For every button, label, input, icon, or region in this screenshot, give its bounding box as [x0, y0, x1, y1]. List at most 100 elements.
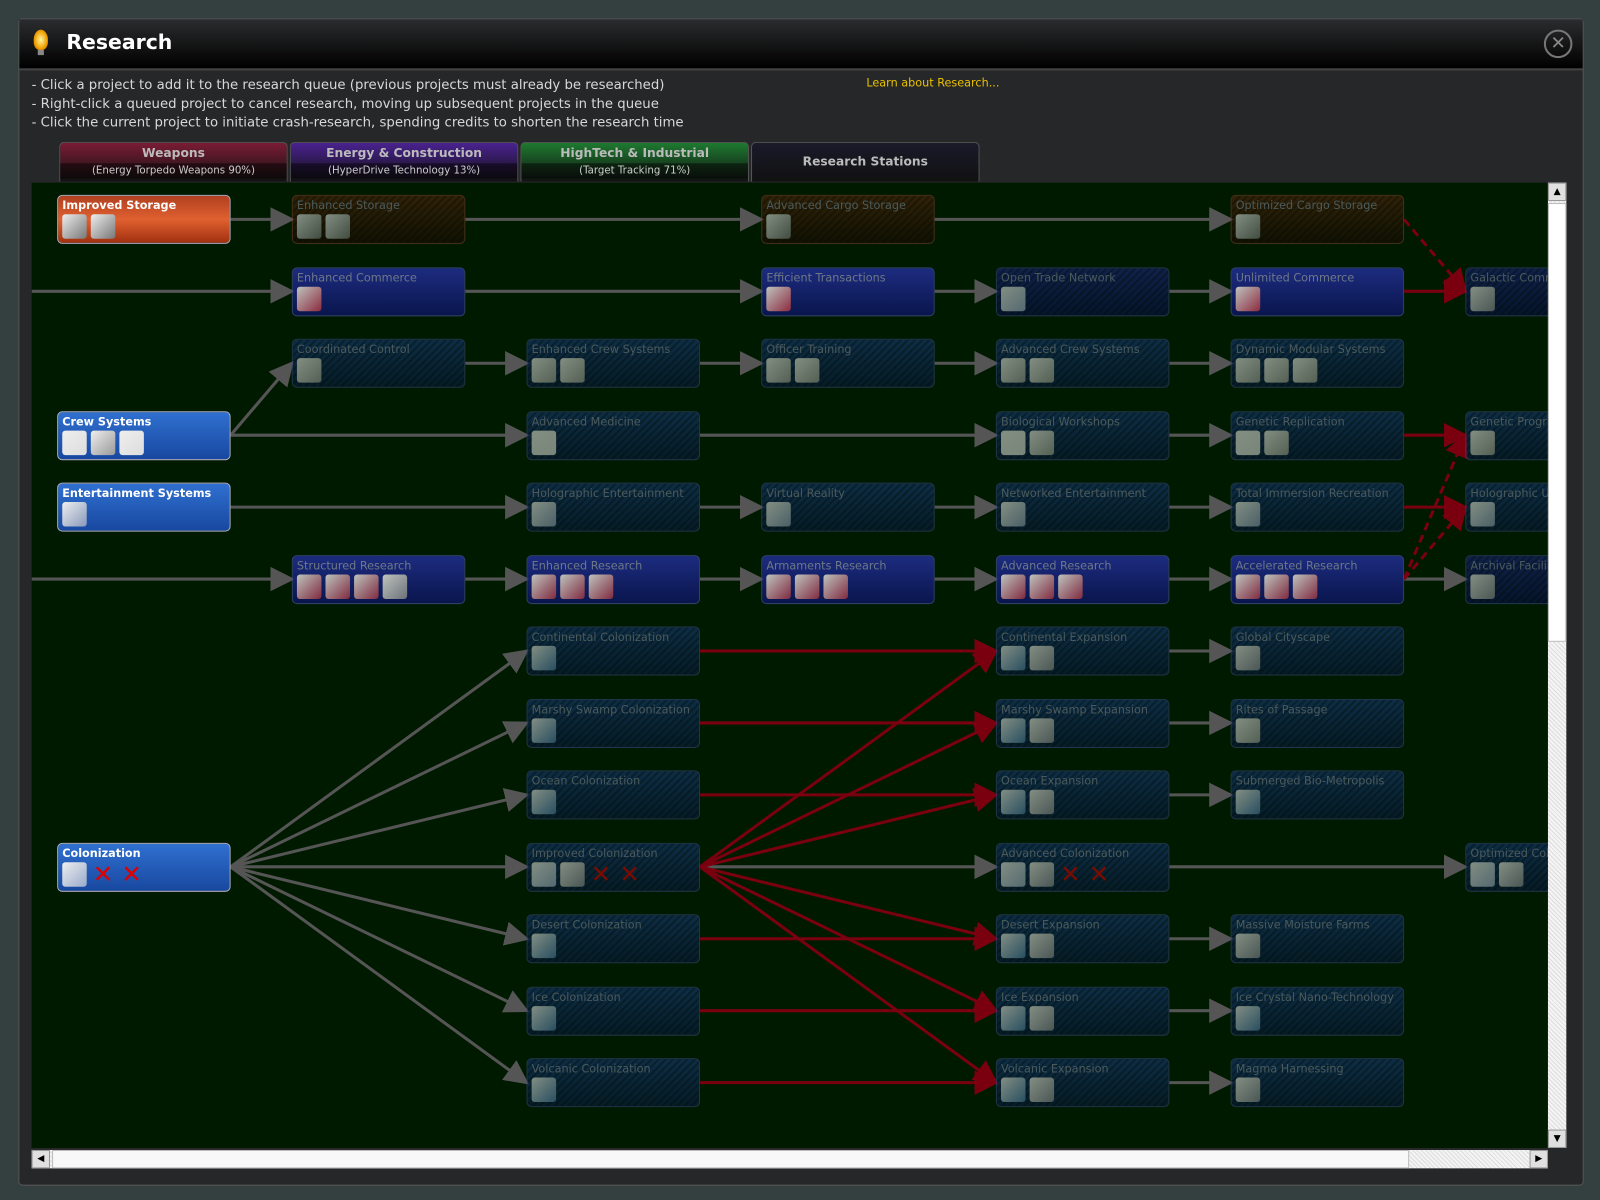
project-colonization[interactable]: Colonization✕✕: [57, 842, 231, 892]
project-ice-crystal-nano-technology[interactable]: Ice Crystal Nano-Technology: [1230, 986, 1405, 1036]
planet-icon: [1235, 1005, 1261, 1031]
tab-energy-construction[interactable]: Energy & Construction(HyperDrive Technol…: [289, 141, 519, 182]
project-entertainment-systems[interactable]: Entertainment Systems: [57, 482, 231, 532]
project-genetic-replication[interactable]: Genetic Replication: [1230, 410, 1405, 460]
project-title: Entertainment Systems: [62, 486, 212, 500]
project-holographic-entertainment[interactable]: Holographic Entertainment: [526, 482, 700, 532]
project-marshy-swamp-colonization[interactable]: Marshy Swamp Colonization: [526, 698, 700, 748]
project-accelerated-research[interactable]: Accelerated Research: [1230, 554, 1405, 604]
tab-weapons[interactable]: Weapons(Energy Torpedo Weapons 90%): [59, 141, 288, 182]
project-networked-entertainment[interactable]: Networked Entertainment: [995, 482, 1170, 532]
project-title: Galactic Comm: [1470, 270, 1548, 285]
project-officer-training[interactable]: Officer Training: [761, 338, 935, 388]
project-crew-systems[interactable]: Crew Systems: [57, 410, 231, 460]
project-title: Marshy Swamp Colonization: [531, 702, 690, 716]
project-dynamic-modular-systems[interactable]: Dynamic Modular Systems: [1230, 338, 1405, 388]
city-icon: [1470, 286, 1495, 311]
learn-about-research-link[interactable]: Learn about Research...: [866, 76, 1000, 90]
horizontal-scroll-thumb[interactable]: [52, 1149, 1410, 1169]
project-improved-colonization[interactable]: Improved Colonization✕✕: [526, 842, 700, 892]
project-enhanced-storage[interactable]: Enhanced Storage: [291, 194, 466, 244]
project-massive-moisture-farms[interactable]: Massive Moisture Farms: [1230, 914, 1405, 964]
project-advanced-medicine[interactable]: Advanced Medicine: [526, 410, 700, 460]
project-structured-research[interactable]: Structured Research: [291, 554, 466, 604]
project-advanced-research[interactable]: Advanced Research: [995, 554, 1170, 604]
planet-icon: [531, 933, 557, 959]
scroll-left-button[interactable]: ◀: [31, 1149, 50, 1169]
project-genetic-programming[interactable]: Genetic Progr: [1465, 410, 1548, 460]
project-biological-workshops[interactable]: Biological Workshops: [995, 410, 1170, 460]
project-improved-storage[interactable]: Improved Storage: [57, 194, 231, 244]
project-rites-of-passage[interactable]: Rites of Passage: [1230, 698, 1405, 748]
project-total-immersion-recreation[interactable]: Total Immersion Recreation: [1230, 482, 1405, 532]
project-ice-colonization[interactable]: Ice Colonization: [526, 986, 700, 1036]
project-marshy-swamp-expansion[interactable]: Marshy Swamp Expansion: [995, 698, 1170, 748]
project-submerged-bio-metropolis[interactable]: Submerged Bio-Metropolis: [1230, 770, 1405, 820]
project-desert-expansion[interactable]: Desert Expansion: [995, 914, 1170, 964]
tab-research-stations[interactable]: Research Stations: [751, 141, 980, 182]
project-armaments-research[interactable]: Armaments Research: [761, 554, 935, 604]
dependency-arrow: [1402, 218, 1468, 294]
project-advanced-cargo-storage[interactable]: Advanced Cargo Storage: [761, 194, 935, 244]
tab-hightech-industrial[interactable]: HighTech & Industrial(Target Tracking 71…: [520, 141, 749, 182]
project-ocean-colonization[interactable]: Ocean Colonization: [526, 770, 700, 820]
horizontal-scrollbar[interactable]: ◀ ▶: [31, 1149, 1548, 1169]
medicine-icon: [119, 430, 144, 455]
project-open-trade-network[interactable]: Open Trade Network: [995, 266, 1170, 316]
holo-icon: [1470, 502, 1495, 527]
project-title: Crew Systems: [62, 414, 152, 429]
project-efficient-transactions[interactable]: Efficient Transactions: [761, 266, 935, 316]
project-continental-expansion[interactable]: Continental Expansion: [995, 626, 1170, 676]
project-galactic-commerce[interactable]: Galactic Comm: [1465, 266, 1548, 316]
project-title: Total Immersion Recreation: [1235, 486, 1389, 500]
project-enhanced-commerce[interactable]: Enhanced Commerce: [291, 266, 466, 316]
project-coordinated-control[interactable]: Coordinated Control: [291, 338, 466, 388]
project-title: Ice Colonization: [531, 990, 621, 1004]
project-advanced-crew-systems[interactable]: Advanced Crew Systems: [995, 338, 1170, 388]
project-enhanced-crew-systems[interactable]: Enhanced Crew Systems: [526, 338, 700, 388]
project-ocean-expansion[interactable]: Ocean Expansion: [995, 770, 1170, 820]
crew-icon: [1264, 358, 1289, 383]
blocked-icon: ✕: [92, 859, 114, 889]
project-advanced-colonization[interactable]: Advanced Colonization✕✕: [995, 842, 1170, 892]
project-title: Ocean Colonization: [531, 774, 641, 788]
dependency-arrow: [229, 649, 529, 869]
project-title: Continental Expansion: [1001, 630, 1128, 644]
vertical-scroll-thumb[interactable]: [1547, 203, 1567, 642]
project-title: Accelerated Research: [1235, 558, 1358, 572]
project-enhanced-research[interactable]: Enhanced Research: [526, 554, 700, 604]
tab-label: Research Stations: [802, 154, 928, 169]
crew-icon: [794, 358, 820, 383]
project-optimized-cargo-storage[interactable]: Optimized Cargo Storage: [1230, 194, 1405, 244]
tab-label: Weapons: [142, 145, 205, 161]
project-archival-facility[interactable]: Archival Facili: [1465, 554, 1548, 604]
vertical-scrollbar[interactable]: ▲ ▼: [1547, 182, 1567, 1148]
medicine-icon: [531, 430, 557, 455]
project-magma-harnessing[interactable]: Magma Harnessing: [1230, 1058, 1405, 1108]
project-virtual-reality[interactable]: Virtual Reality: [761, 482, 935, 532]
scroll-down-button[interactable]: ▼: [1547, 1129, 1567, 1148]
project-title: Advanced Colonization: [1001, 846, 1130, 860]
project-holographic-u[interactable]: Holographic U: [1465, 482, 1548, 532]
project-optimized-colonization[interactable]: Optimized Col: [1465, 842, 1548, 892]
project-ice-expansion[interactable]: Ice Expansion: [995, 986, 1170, 1036]
planet-icon: [531, 1077, 557, 1103]
scroll-up-button[interactable]: ▲: [1547, 182, 1567, 202]
research-icon: [1235, 573, 1261, 599]
dependency-arrow: [229, 721, 530, 869]
project-title: Ocean Expansion: [1001, 774, 1099, 788]
crew-icon: [1235, 717, 1261, 743]
project-desert-colonization[interactable]: Desert Colonization: [526, 914, 700, 964]
project-global-cityscape[interactable]: Global Cityscape: [1230, 626, 1405, 676]
help-line: - Click a project to add it to the resea…: [31, 77, 665, 93]
project-title: Colonization: [62, 846, 141, 860]
scroll-right-button[interactable]: ▶: [1529, 1149, 1548, 1169]
close-button[interactable]: ✕: [1543, 29, 1573, 59]
project-volcanic-expansion[interactable]: Volcanic Expansion: [995, 1058, 1170, 1108]
project-unlimited-commerce[interactable]: Unlimited Commerce: [1230, 266, 1405, 316]
project-volcanic-colonization[interactable]: Volcanic Colonization: [526, 1058, 700, 1108]
project-continental-colonization[interactable]: Continental Colonization: [526, 626, 700, 676]
commerce-icon: [766, 286, 791, 311]
project-title: Holographic U: [1470, 486, 1548, 500]
